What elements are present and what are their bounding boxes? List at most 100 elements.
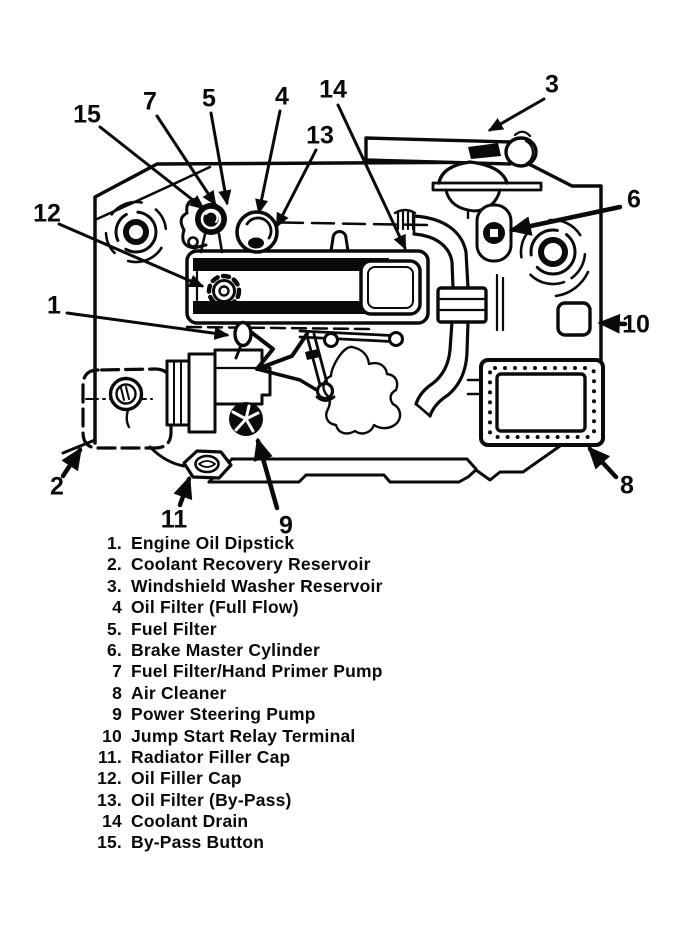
left-shock-tower: [104, 200, 168, 264]
fuel-filter-primer-pump: [179, 197, 227, 254]
legend-number: 8: [112, 682, 122, 703]
leader-line-12: [57, 222, 205, 288]
callout-12: 12: [33, 200, 61, 228]
legend-label: Engine Oil Dipstick: [131, 533, 295, 553]
legend-item-7: 7 Fuel Filter/Hand Primer Pump: [90, 661, 590, 682]
legend-label: Windshield Washer Reservoir: [131, 575, 383, 596]
legend-item-2: 2. Coolant Recovery Reservoir: [90, 554, 590, 575]
callout-4: 4: [275, 83, 289, 111]
legend-label: Fuel Filter: [131, 618, 217, 639]
leader-line-6: [508, 204, 623, 236]
legend-item-6: 6. Brake Master Cylinder: [90, 640, 590, 661]
leader-line-13: [275, 148, 318, 229]
callout-7: 7: [143, 88, 157, 116]
air-cleaner: [479, 358, 605, 447]
callout-8: 8: [620, 472, 634, 500]
callout-13: 13: [306, 122, 334, 150]
windshield-washer-reservoir: [364, 130, 538, 168]
leader-line-10: [597, 313, 628, 334]
pump-pulley: [229, 402, 263, 436]
legend-item-15: 15. By-Pass Button: [90, 832, 590, 853]
legend-item-11: 11. Radiator Filler Cap: [90, 747, 590, 768]
legend-label: Jump Start Relay Terminal: [131, 725, 356, 746]
legend-item-9: 9 Power Steering Pump: [90, 704, 590, 725]
leader-line-14: [336, 103, 407, 251]
parts-legend: 1. Engine Oil Dipstick 2. Coolant Recovery…: [90, 533, 590, 854]
legend-number: 13.: [97, 789, 122, 810]
legend-number: 9: [112, 704, 122, 725]
callout-5: 5: [202, 85, 216, 113]
legend-label: Oil Filter (By-Pass): [131, 789, 292, 810]
legend-number: 7: [112, 661, 122, 682]
valve-cover-emblem: [359, 259, 422, 316]
leader-line-2: [60, 446, 83, 479]
legend-number: 14: [102, 811, 122, 832]
legend-number: 15.: [97, 832, 122, 853]
brake-master-cylinder: [475, 203, 513, 263]
legend-item-3: 3. Windshield Washer Reservoir: [90, 576, 590, 597]
legend-label: Fuel Filter/Hand Primer Pump: [131, 661, 383, 682]
legend-label: Power Steering Pump: [131, 704, 316, 725]
legend-number: 1.: [107, 533, 122, 553]
valve-cover-bolt: [329, 230, 350, 253]
engine-oil-dipstick: [233, 320, 253, 360]
legend-label: Coolant Recovery Reservoir: [131, 554, 371, 575]
callout-14: 14: [319, 76, 347, 104]
jump-start-relay-terminal: [495, 273, 592, 337]
leader-lines: [57, 97, 628, 511]
legend-item-4: 4 Oil Filter (Full Flow): [90, 597, 590, 618]
legend-number: 3.: [107, 575, 122, 596]
power-steering-pump: [165, 348, 272, 436]
leader-line-8: [587, 446, 619, 480]
leader-line-1: [65, 311, 230, 340]
legend-label: Brake Master Cylinder: [131, 639, 321, 660]
legend-label: Radiator Filler Cap: [131, 746, 291, 767]
legend-number: 4: [112, 597, 122, 618]
engine-bay-outline: [61, 160, 603, 484]
callout-3: 3: [545, 71, 559, 99]
legend-label: By-Pass Button: [131, 832, 265, 853]
callout-6: 6: [627, 186, 641, 214]
legend-label: Oil Filter (Full Flow): [131, 597, 299, 618]
fuel-rail-and-block: [245, 327, 404, 435]
radiator-filler-cap: [182, 449, 233, 480]
legend-item-8: 8 Air Cleaner: [90, 683, 590, 704]
legend-number: 5.: [107, 618, 122, 639]
leader-line-15: [98, 125, 205, 210]
legend-item-1: 1. Engine Oil Dipstick: [90, 533, 590, 554]
legend-item-12: 12. Oil Filler Cap: [90, 768, 590, 789]
coolant-recovery-reservoir: [81, 367, 173, 450]
callout-numbers: 1 2 3 4 5 6 7 8 9 10 11 12 13 14 15: [33, 71, 650, 540]
legend-label: Air Cleaner: [131, 682, 227, 703]
leader-line-7: [155, 114, 217, 207]
leader-line-3: [487, 97, 546, 132]
legend-number: 6.: [107, 639, 122, 660]
valve-cover: [185, 220, 430, 331]
leader-line-11: [173, 475, 193, 508]
callout-15: 15: [73, 101, 101, 129]
legend-label: Oil Filler Cap: [131, 768, 242, 789]
leader-line-9: [253, 437, 280, 511]
leader-line-4: [255, 109, 282, 215]
legend-number: 12.: [97, 768, 122, 789]
legend-number: 11.: [98, 746, 122, 767]
oil-filter-bypass: [235, 210, 279, 254]
legend-number: 10: [102, 725, 122, 746]
right-strut-tower: [519, 218, 590, 298]
legend-label: Coolant Drain: [131, 811, 249, 832]
oil-filler-cap: [206, 273, 242, 309]
leader-line-5: [209, 111, 232, 206]
legend-item-13: 13. Oil Filter (By-Pass): [90, 790, 590, 811]
callout-9: 9: [279, 512, 293, 540]
callout-2: 2: [50, 473, 64, 501]
legend-number: 2.: [107, 554, 122, 575]
callout-1: 1: [47, 292, 61, 320]
legend-item-10: 10 Jump Start Relay Terminal: [90, 726, 590, 747]
legend-item-14: 14 Coolant Drain: [90, 811, 590, 832]
reservoir-cap: [108, 376, 144, 429]
callout-11: 11: [161, 506, 188, 534]
callout-10: 10: [622, 311, 650, 339]
coolant-drain-hose: [393, 208, 488, 418]
